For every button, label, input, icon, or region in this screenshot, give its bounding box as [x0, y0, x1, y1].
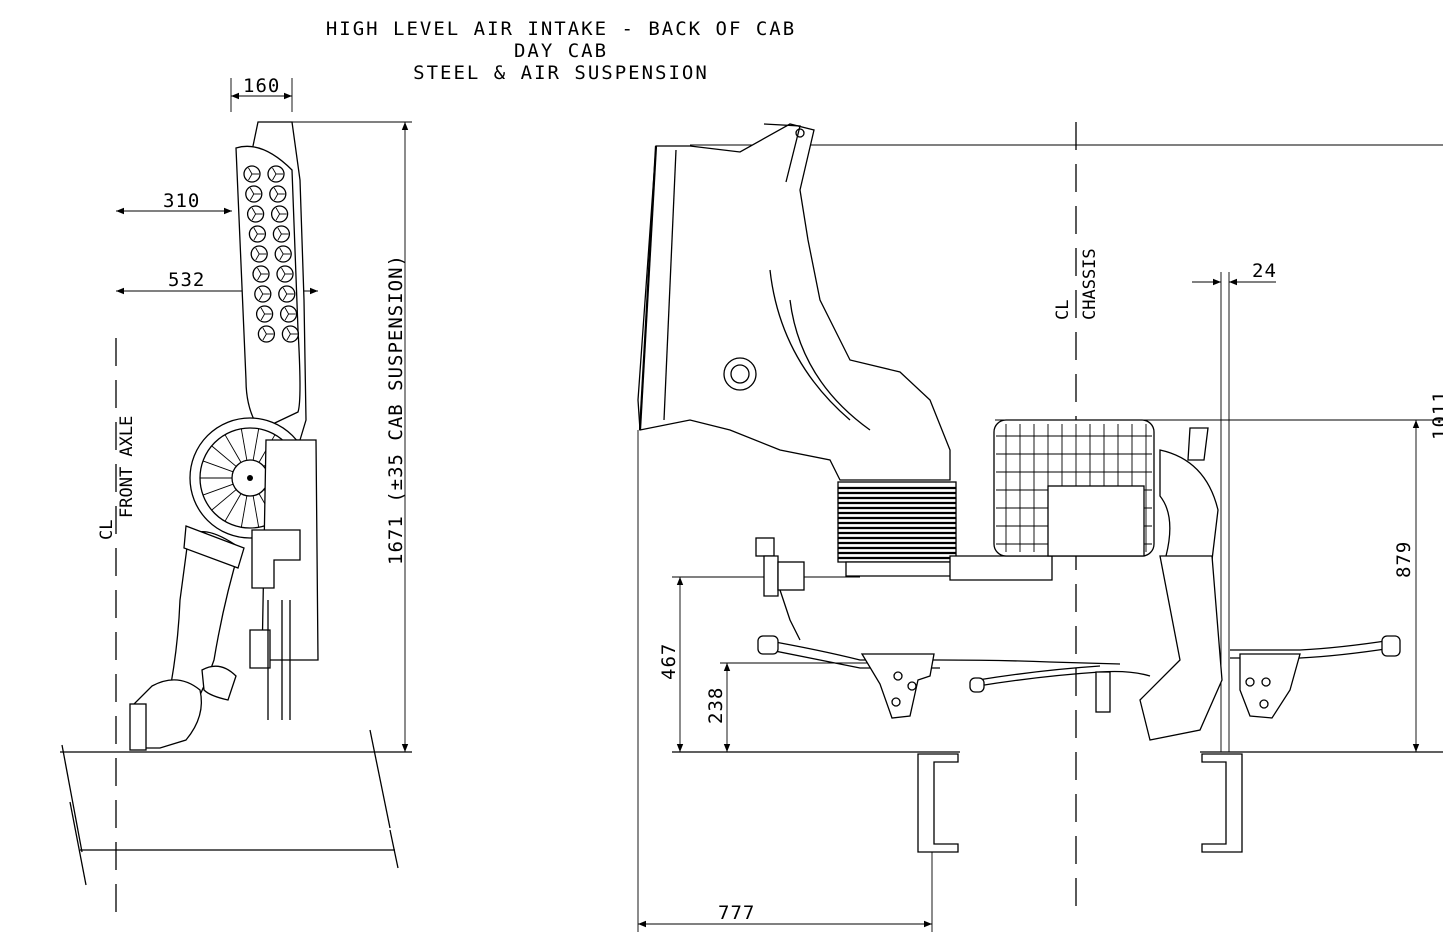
outlet-elbow [1159, 449, 1219, 561]
front-axle-label: FRONT AXLE [117, 416, 137, 518]
title-line-3: STEEL & AIR SUSPENSION [413, 62, 709, 84]
side-elbow [131, 679, 203, 749]
dim-160: 160 [243, 75, 280, 97]
dim-467: 467 [658, 643, 680, 680]
dim-310: 310 [163, 190, 200, 212]
rear-bracket-right [1239, 653, 1301, 719]
chassis-cl-label: CL [1053, 300, 1073, 320]
dim-238: 238 [705, 687, 727, 724]
dim-879: 879 [1393, 541, 1415, 578]
title-line-2: DAY CAB [513, 40, 609, 62]
rear-bracket-left [860, 653, 935, 719]
dim-24: 24 [1252, 260, 1277, 282]
side-view: CL FRONT AXLE 160 310 532 1671 (±35 CAB … [60, 75, 412, 920]
dim-1671: 1671 (±35 CAB SUSPENSION) [385, 254, 407, 565]
chassis-rail-right [1201, 753, 1243, 853]
dim-532: 532 [168, 269, 205, 291]
rear-bellows-ribs [838, 486, 956, 560]
screen-holes [243, 165, 300, 343]
rear-view: CL CHASSIS 24 879 1011 467 238 [637, 122, 1443, 932]
snorkel-housing [637, 123, 951, 481]
housing-port [723, 357, 757, 391]
dim-cut: 1011 [1429, 390, 1443, 440]
dim-777: 777 [718, 902, 755, 924]
chassis-label: CHASSIS [1080, 248, 1100, 320]
lower-intake-pipe [167, 531, 241, 722]
title-line-1: HIGH LEVEL AIR INTAKE - BACK OF CAB [325, 18, 797, 40]
chassis-rail-left [917, 753, 959, 853]
front-axle-cl-label: CL [97, 520, 117, 540]
